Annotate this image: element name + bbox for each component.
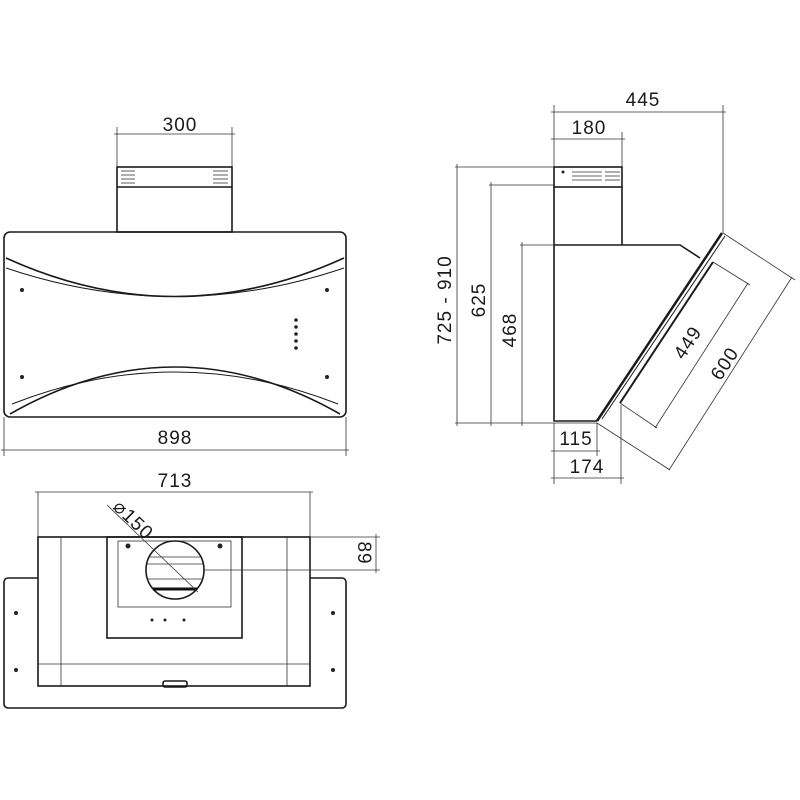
dimension-label: 600 [707, 344, 744, 385]
dimension-label: 725 - 910 [435, 255, 456, 344]
dimension-label: 89 [353, 541, 374, 564]
chimney [116, 166, 233, 233]
side-view: 445 180 725 - 910 625 468 115 174 449 60… [435, 90, 796, 484]
screw-holes [20, 288, 329, 379]
dimension-label: 449 [670, 323, 707, 364]
dimension-label: 445 [626, 90, 661, 111]
dimension-label: 180 [572, 118, 607, 139]
dimension-label: 713 [158, 471, 193, 492]
dimension-label: 468 [500, 313, 521, 348]
dimension-300 [114, 127, 235, 167]
dimension-label: 625 [469, 283, 490, 318]
front-view: 300 898 [1, 115, 349, 456]
dimension-label: 174 [570, 457, 605, 478]
hood-body [3, 231, 347, 418]
bottom-view: 713 ⌀150 89 [3, 471, 380, 709]
dimension-label: 898 [158, 428, 193, 449]
dimension-label: 300 [163, 115, 198, 136]
dimension-898 [1, 417, 349, 456]
dimension-label: 115 [559, 429, 592, 450]
vent-grille-icon [121, 170, 228, 184]
control-buttons [294, 318, 298, 350]
